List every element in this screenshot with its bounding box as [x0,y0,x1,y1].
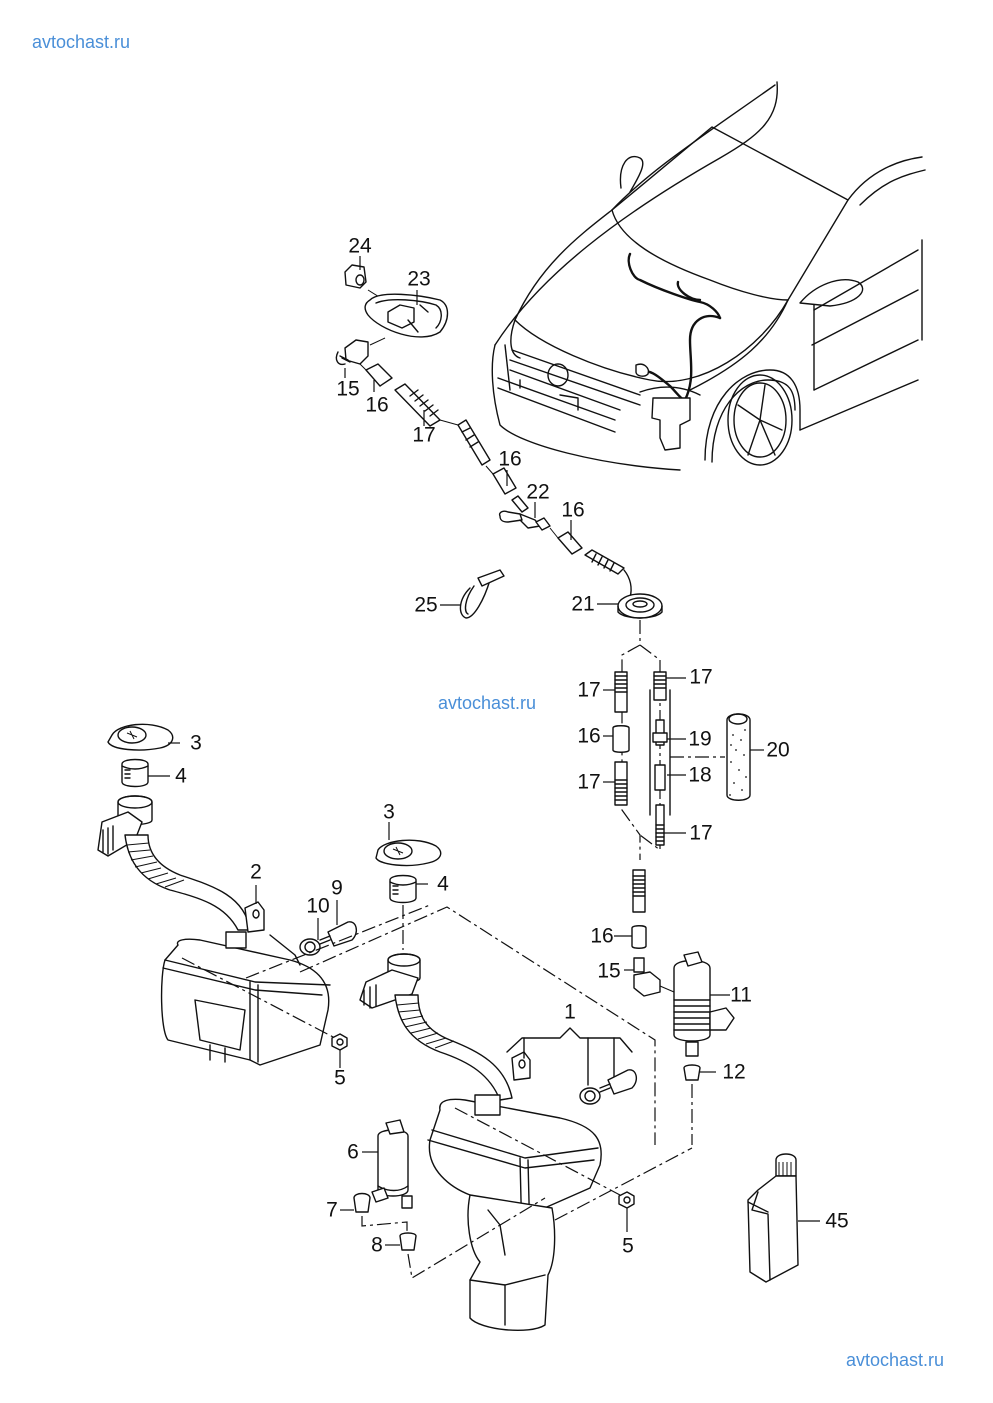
hose-columns [613,620,750,996]
callout-21: 21 [571,592,595,616]
reservoir-left [98,724,430,1065]
callout-15: 15 [597,959,621,983]
fluid-bottle [748,1154,798,1282]
callout-5: 5 [334,1066,346,1090]
callout-3: 3 [190,731,202,755]
watermark-top-left: avtochast.ru [32,32,131,52]
twin-pump [660,952,734,1145]
callout-19: 19 [688,727,712,751]
callout-18: 18 [688,763,712,787]
callout-1: 1 [564,1000,576,1024]
watermark-middle: avtochast.ru [438,693,537,713]
callout-23: 23 [407,267,431,291]
callout-20: 20 [766,738,790,762]
callout-16: 16 [590,924,614,948]
callout-17: 17 [577,678,601,702]
callout-4: 4 [437,872,449,896]
callout-9: 9 [331,876,343,900]
callout-45: 45 [825,1209,849,1233]
callout-16: 16 [365,393,389,417]
callout-22: 22 [526,480,550,504]
callout-11: 11 [730,983,752,1007]
nozzle-assembly [336,265,516,494]
callout-2: 2 [250,860,262,884]
y-piece-assembly [500,496,662,618]
callout-16: 16 [561,498,585,522]
callout-24: 24 [348,234,372,258]
callout-17: 17 [689,665,713,689]
callout-16: 16 [498,447,522,471]
callout-3: 3 [383,800,395,824]
vehicle-overview [492,82,925,470]
callout-25: 25 [414,593,438,617]
watermark-bottom-right: avtochast.ru [846,1350,945,1370]
cable-tie [460,570,504,618]
callout-6: 6 [347,1140,359,1164]
callout-10: 10 [306,894,330,918]
callout-16: 16 [577,724,601,748]
leader-lines [148,256,820,1245]
callout-15: 15 [336,377,360,401]
callout-8: 8 [371,1233,383,1257]
callout-7: 7 [326,1198,338,1222]
callout-5: 5 [622,1234,634,1258]
callout-17: 17 [689,821,713,845]
callout-4: 4 [175,764,187,788]
callout-12: 12 [722,1060,746,1084]
callout-17: 17 [577,770,601,794]
reservoir-right [300,840,692,1330]
callout-17: 17 [412,423,436,447]
